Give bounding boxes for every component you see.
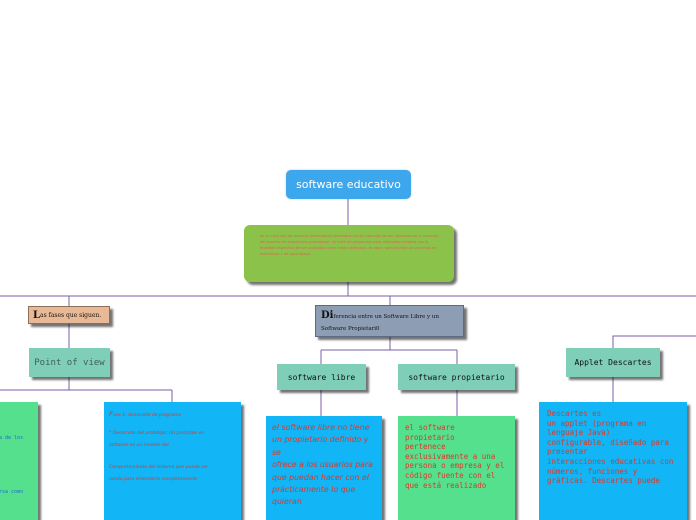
point-of-view-node[interactable]: Point of view: [29, 348, 110, 377]
fase1-line: Comportamiento del sistema que puede ser: [109, 465, 209, 470]
fases-label: as fases que siguen.: [40, 311, 102, 319]
diferencia-node[interactable]: Diferencia entre un Software Libre y un …: [315, 305, 464, 337]
fase1-heading-text: ase 1: desarrollo de programa: [113, 413, 182, 418]
software-libre-label: software libre: [287, 372, 356, 382]
software-libre-text: el software libre no tiene un propietari…: [272, 423, 373, 507]
software-propietario-label: software propietario: [408, 372, 505, 382]
fase1-line: * Desarrollo del prototipo: Un prototipo…: [109, 431, 205, 436]
fase1-heading: Fase 1: desarrollo de programa: [109, 410, 236, 420]
applet-descartes-text-node[interactable]: Descartes es un applet (programa en leng…: [539, 402, 687, 520]
description-text: es un conjunto de recursos informáticos …: [260, 234, 439, 256]
left-partial-text: a de los rsa como: [0, 435, 24, 495]
connector-applet: [612, 335, 696, 348]
fases-initial: L: [33, 309, 41, 321]
software-propietario-text: el software propietario pertenece exclus…: [405, 423, 505, 490]
software-propietario-node[interactable]: software propietario: [398, 364, 515, 390]
fase1-line: software es un modelo del: [109, 443, 169, 448]
fase1-line: usado para entenderlo completamente: [109, 477, 198, 482]
point-of-view-label: Point of view: [34, 357, 105, 368]
software-libre-node[interactable]: software libre: [277, 364, 366, 390]
software-propietario-text-node[interactable]: el software propietario pertenece exclus…: [398, 416, 515, 520]
connector-pov-split: [0, 377, 173, 402]
applet-descartes-text: Descartes es un applet (programa en leng…: [547, 409, 674, 486]
fase1-heading-cap: F: [109, 410, 114, 418]
software-libre-text-node[interactable]: el software libre no tiene un propietari…: [266, 416, 382, 520]
root-topic-node[interactable]: software educativo: [286, 170, 411, 199]
root-topic-label: software educativo: [296, 178, 401, 191]
diferencia-label: ferencia entre un Software Libre y un So…: [321, 314, 439, 332]
connector-diferencia-split: [320, 337, 458, 364]
applet-descartes-label: Applet Descartes: [574, 358, 652, 367]
fase1-node[interactable]: Fase 1: desarrollo de programa * Desarro…: [104, 402, 241, 520]
applet-descartes-node[interactable]: Applet Descartes: [566, 348, 660, 377]
diferencia-initial: Di: [321, 310, 334, 321]
left-partial-node[interactable]: a de los rsa como: [0, 402, 38, 520]
description-node[interactable]: es un conjunto de recursos informáticos …: [244, 225, 454, 282]
